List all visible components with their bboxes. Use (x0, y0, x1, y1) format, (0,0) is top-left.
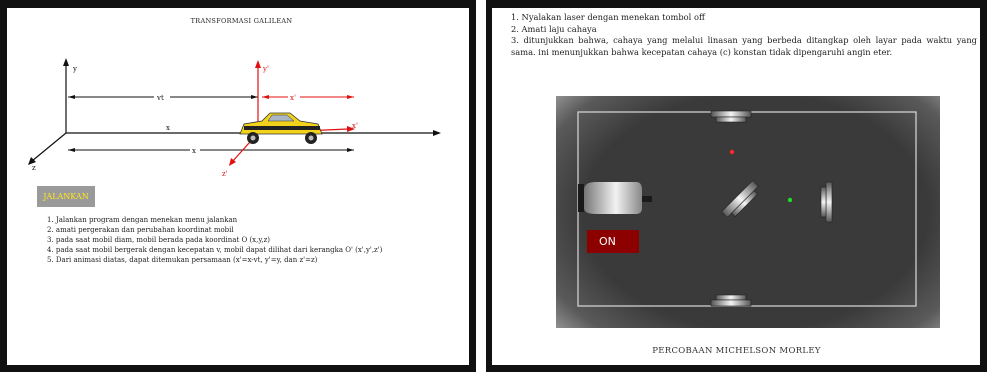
galilean-title: TRANSFORMASI GALILEAN (190, 17, 293, 25)
vt-arrow-right (251, 95, 258, 99)
x-axis-label: x (166, 124, 170, 132)
y-prime-label: y' (262, 65, 269, 73)
list-item: 1. Jalankan program dengan menekan menu … (47, 216, 238, 224)
experiment-caption: PERCOBAAN MICHELSON MORLEY (652, 346, 821, 356)
x-prime-arrow (347, 126, 355, 132)
x-prime-arrow-right (347, 95, 354, 99)
x-dim-bg (190, 145, 200, 154)
list-item: 1. Nyalakan laser dengan menekan tombol … (511, 12, 705, 22)
list-item: 3. pada saat mobil diam, mobil berada pa… (47, 236, 271, 244)
z-prime-arrow (229, 158, 236, 166)
laser-on-button[interactable]: ON (587, 230, 639, 253)
x-dim-arrow-right (347, 148, 354, 152)
instructions-list-left: 1. Jalankan program dengan menekan menu … (47, 215, 382, 265)
car-image (239, 112, 323, 144)
y-axis-label: y (72, 65, 77, 73)
x-dim-arrow-left (68, 148, 75, 152)
z-axis-arrow (28, 157, 36, 165)
y-axis-arrow (63, 58, 69, 66)
list-item: 2. amati pergerakan dan perubahan koordi… (47, 226, 234, 234)
bottom-detector (710, 294, 752, 307)
y-prime-arrow (255, 60, 261, 68)
x-prime-dim-bg (288, 92, 300, 101)
z-prime-label: z' (222, 170, 228, 178)
list-item: 4. pada saat mobil bergerak dengan kecep… (47, 246, 383, 254)
panel-separator (476, 0, 486, 372)
right-mirror (820, 181, 833, 223)
instructions-list-right: 1. Nyalakan laser dengan menekan tombol … (511, 12, 977, 58)
x-prime-label: x' (352, 122, 358, 130)
red-light-dot (729, 149, 735, 155)
x-prime-dim-label: x' (290, 94, 296, 102)
vt-label: vt (156, 94, 164, 102)
list-item: 3. ditunjukkan bahwa, cahaya yang melalu… (511, 35, 977, 57)
vt-arrow-left (68, 95, 75, 99)
galilean-diagram: y z vt x' x x y' x' z' (28, 58, 441, 178)
z-axis-label: z (32, 164, 36, 172)
beam-splitter (721, 180, 759, 218)
vt-label-bg (154, 92, 170, 101)
run-button[interactable]: JALANKAN (37, 186, 95, 207)
x-axis-arrow (433, 130, 441, 136)
interferometer-diagram (577, 110, 917, 307)
list-item: 5. Dari animasi diatas, dapat ditemukan … (47, 256, 318, 264)
list-item: 2. Amati laju cahaya (511, 23, 597, 34)
x-prime-arrow-left (262, 95, 269, 99)
x-dim-label: x (192, 147, 196, 155)
z-axis (31, 132, 67, 162)
laser-source (578, 182, 652, 214)
top-mirror (710, 110, 752, 123)
green-light-dot (787, 197, 793, 203)
